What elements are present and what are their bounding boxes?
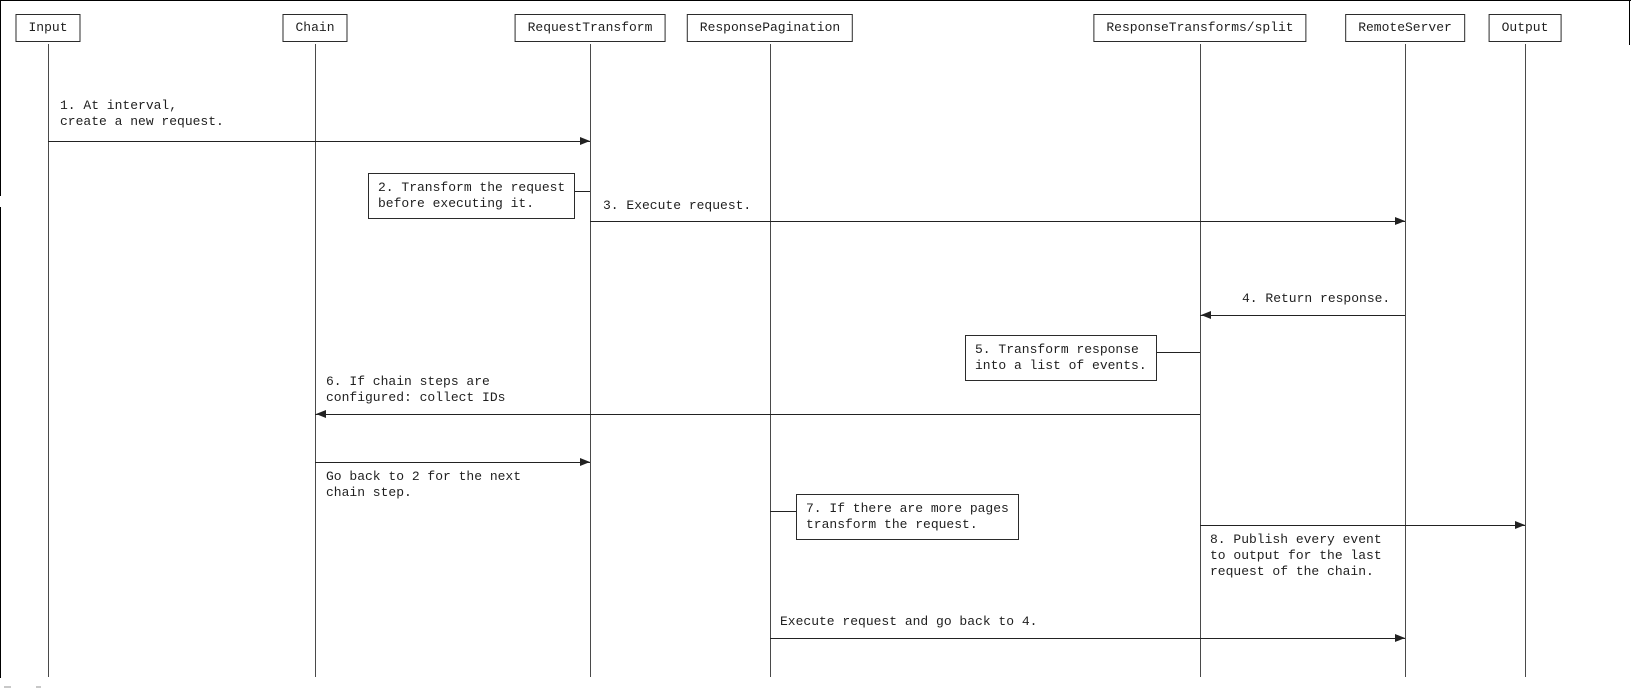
msg-8-publish-events-text-line-2: to output for the last xyxy=(1210,548,1382,563)
msg-3-execute-request-text-line-1: 3. Execute request. xyxy=(603,198,752,213)
msg-4-return-response-line xyxy=(1200,315,1405,316)
msg-3-execute-request-line xyxy=(590,221,1405,222)
msg-3-execute-request-arrowhead xyxy=(1395,217,1405,225)
window-border-right xyxy=(1629,0,1630,45)
note-7-more-pages-connector xyxy=(770,511,806,512)
screen-artifact-dash-2 xyxy=(36,686,41,688)
msg-1-create-request-arrowhead xyxy=(580,137,590,145)
participant-label-output: Output xyxy=(1501,20,1549,35)
msg-execute-go-back-4-arrowhead xyxy=(1395,634,1405,642)
participant-label-chain: Chain xyxy=(295,20,335,35)
note-2-transform-request-text-line-2: before executing it. xyxy=(378,196,535,211)
msg-8-publish-events-text-line-3: request of the chain. xyxy=(1210,564,1374,579)
note-7-more-pages-text-line-2: transform the request. xyxy=(806,517,978,532)
msg-4-return-response-label: 4. Return response. xyxy=(1242,291,1390,307)
participant-label-response-transforms-split: ResponseTransforms/split xyxy=(1106,20,1294,35)
note-2-transform-request-text-line-1: 2. Transform the request xyxy=(378,180,566,195)
note-7-more-pages-text-line-1: 7. If there are more pages xyxy=(806,501,1009,516)
msg-6-collect-ids-text-line-2: configured: collect IDs xyxy=(326,390,506,405)
note-5-transform-response-text-line-1: 5. Transform response xyxy=(975,342,1139,357)
msg-8-publish-events-text-line-1: 8. Publish every event xyxy=(1210,532,1382,547)
msg-8-publish-events-arrowhead xyxy=(1515,521,1525,529)
lifeline-remote-server xyxy=(1405,44,1406,677)
msg-4-return-response-arrowhead xyxy=(1201,311,1211,319)
participant-input: Input xyxy=(15,14,81,42)
msg-execute-go-back-4-label: Execute request and go back to 4. xyxy=(780,614,1037,630)
window-border-left-lower xyxy=(0,207,1,678)
msg-go-back-to-2-text-line-2: chain step. xyxy=(326,485,412,500)
participant-remote-server: RemoteServer xyxy=(1345,14,1465,42)
lifeline-chain xyxy=(315,44,316,677)
msg-1-create-request-label: 1. At interval,create a new request. xyxy=(60,98,224,130)
msg-execute-go-back-4-text-line-1: Execute request and go back to 4. xyxy=(780,614,1038,629)
screen-artifact-dash-1 xyxy=(4,686,11,688)
participant-response-transforms-split: ResponseTransforms/split xyxy=(1093,14,1307,42)
window-border-top xyxy=(0,0,1631,1)
msg-4-return-response-text-line-1: 4. Return response. xyxy=(1242,291,1391,306)
msg-6-collect-ids-line xyxy=(315,414,1200,415)
lifeline-response-pagination xyxy=(770,44,771,677)
participant-label-input: Input xyxy=(28,20,68,35)
window-border-left-upper xyxy=(0,0,1,196)
msg-6-collect-ids-arrowhead xyxy=(316,410,326,418)
msg-go-back-to-2-arrowhead xyxy=(580,458,590,466)
lifeline-output xyxy=(1525,44,1526,677)
msg-1-create-request-line xyxy=(48,141,590,142)
participant-response-pagination: ResponsePagination xyxy=(686,14,854,42)
lifeline-request-transform xyxy=(590,44,591,677)
participant-label-remote-server: RemoteServer xyxy=(1358,20,1452,35)
participant-label-request-transform: RequestTransform xyxy=(527,20,653,35)
note-5-transform-response-text-line-2: into a list of events. xyxy=(975,358,1147,373)
msg-1-create-request-text-line-1: 1. At interval, xyxy=(60,98,178,113)
participant-request-transform: RequestTransform xyxy=(514,14,666,42)
msg-3-execute-request-label: 3. Execute request. xyxy=(603,198,751,214)
msg-execute-go-back-4-line xyxy=(770,638,1405,639)
msg-go-back-to-2-line xyxy=(315,462,590,463)
msg-6-collect-ids-text-line-1: 6. If chain steps are xyxy=(326,374,490,389)
participant-output: Output xyxy=(1488,14,1562,42)
msg-8-publish-events-line xyxy=(1200,525,1525,526)
msg-1-create-request-text-line-2: create a new request. xyxy=(60,114,224,129)
participant-chain: Chain xyxy=(282,14,348,42)
participant-label-response-pagination: ResponsePagination xyxy=(699,20,841,35)
lifeline-response-transforms-split xyxy=(1200,44,1201,677)
lifeline-input xyxy=(48,44,49,677)
msg-go-back-to-2-text-line-1: Go back to 2 for the next xyxy=(326,469,522,484)
